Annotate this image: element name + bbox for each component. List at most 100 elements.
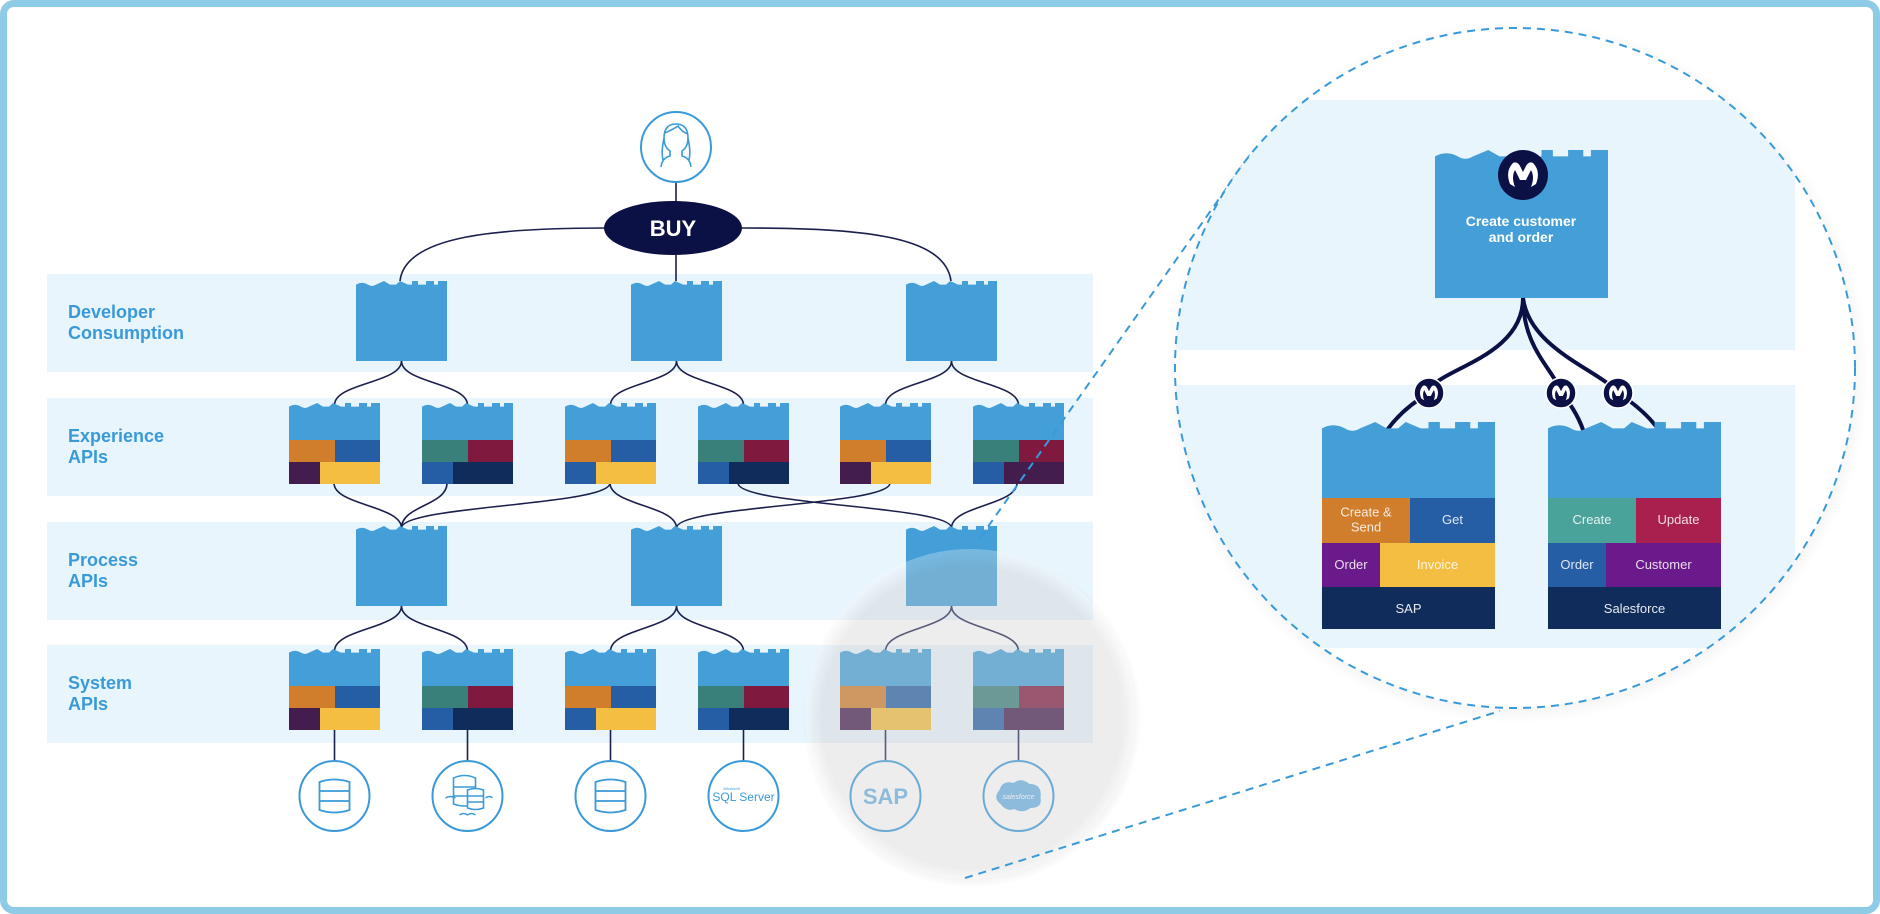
layer-label-system: System APIs xyxy=(68,673,133,714)
buy-node: BUY xyxy=(604,201,742,255)
api-box-tile xyxy=(871,462,931,484)
layer-label-process: Process APIs xyxy=(68,550,139,591)
resource-label: Order xyxy=(1560,557,1594,572)
resource-tile xyxy=(1380,543,1495,587)
backend-circle xyxy=(707,760,780,832)
experience-api-box-5 xyxy=(840,403,931,484)
backend-system-database-icon xyxy=(574,760,647,832)
system-name-label: SAP xyxy=(1395,601,1421,616)
experience-api-box-1 xyxy=(289,403,380,484)
developer-consumption-box-3 xyxy=(906,281,997,361)
backend-system-database-icon xyxy=(298,760,371,832)
connector-line xyxy=(609,482,678,529)
api-box-tile xyxy=(453,462,513,484)
api-box-tile xyxy=(468,686,513,708)
developer-consumption-box-1 xyxy=(356,281,447,361)
system-name-bar xyxy=(1548,587,1721,629)
api-box-header xyxy=(1548,436,1721,498)
api-box-header xyxy=(840,411,931,440)
user-icon-circle xyxy=(640,111,712,183)
api-box-tile xyxy=(973,440,1019,462)
connector-line xyxy=(741,227,952,282)
connector-line xyxy=(400,482,448,529)
api-box-tile xyxy=(596,462,656,484)
api-box-tile xyxy=(611,686,656,708)
resource-label: Customer xyxy=(1635,557,1692,572)
api-box-tile xyxy=(320,708,380,730)
mulesoft-icon-glyph xyxy=(1609,385,1627,401)
api-box-tile xyxy=(289,708,320,730)
system-name-label: Salesforce xyxy=(1604,601,1665,616)
sql-server-label: SQL Server xyxy=(712,790,774,804)
api-box-tile xyxy=(611,440,656,462)
api-box-tile xyxy=(698,708,729,730)
api-box-tile xyxy=(698,462,729,484)
api-box-tile xyxy=(729,462,789,484)
api-box-body xyxy=(631,289,722,361)
developer-consumption-box-2 xyxy=(631,281,722,361)
api-box-tile xyxy=(565,708,596,730)
backend-system-data-lake-icon xyxy=(431,760,504,832)
api-box-header xyxy=(698,657,789,686)
api-box-tile xyxy=(886,440,931,462)
api-box-body xyxy=(631,534,722,606)
api-box-tile xyxy=(840,462,871,484)
process-api-box-2 xyxy=(631,526,722,606)
connector-line xyxy=(399,227,607,282)
api-box-tile xyxy=(289,440,335,462)
resource-tile xyxy=(1322,543,1380,587)
api-box-header xyxy=(973,411,1064,440)
resource-label: Invoice xyxy=(1417,557,1458,572)
connector-line xyxy=(884,360,953,406)
data-lake-icon-small xyxy=(466,787,485,811)
buy-ellipse xyxy=(604,201,742,255)
api-box-header xyxy=(422,657,513,686)
api-box-header xyxy=(565,657,656,686)
operation-label: Update xyxy=(1658,512,1700,527)
process-api-box-1 xyxy=(356,526,447,606)
mulesoft-icon xyxy=(1602,377,1634,409)
connector-line xyxy=(333,482,403,529)
api-box-tile xyxy=(422,686,468,708)
system-api-box-4 xyxy=(698,649,789,730)
api-box-tile xyxy=(289,686,335,708)
database-icon xyxy=(594,778,627,814)
experience-api-box-6 xyxy=(973,403,1064,484)
water-waves xyxy=(445,795,493,816)
api-box-tile xyxy=(565,440,611,462)
api-box-body xyxy=(356,289,447,361)
operation-label: Create xyxy=(1572,512,1611,527)
mulesoft-icon-glyph xyxy=(1420,385,1438,401)
api-box-tile xyxy=(422,708,453,730)
connector-line xyxy=(400,482,611,529)
api-box-header xyxy=(698,411,789,440)
mulesoft-icon xyxy=(1413,377,1445,409)
backend-circle xyxy=(574,760,647,832)
api-box-tile xyxy=(565,462,596,484)
magnifier-shadow xyxy=(802,548,1142,888)
connector-line xyxy=(333,360,403,406)
api-box-header xyxy=(289,411,380,440)
system-name-bar xyxy=(1322,587,1495,629)
api-box-tile xyxy=(698,440,744,462)
buy-label: BUY xyxy=(650,216,697,241)
magnifier-dashed-links xyxy=(964,154,1501,879)
connector-line xyxy=(737,482,953,529)
api-box-header xyxy=(289,657,380,686)
experience-api-box-4 xyxy=(698,403,789,484)
sql-server-sublabel: Microsoft xyxy=(724,786,741,791)
mulesoft-icon-glyph xyxy=(1508,162,1538,187)
api-box-tile xyxy=(744,440,789,462)
system-api-box-1 xyxy=(289,649,380,730)
api-box-tile xyxy=(973,462,1004,484)
operation-label: Get xyxy=(1442,512,1463,527)
mulesoft-icon-glyph xyxy=(1552,385,1570,401)
connector-line xyxy=(609,605,678,652)
mulesoft-icon xyxy=(1498,150,1548,200)
api-box-tile xyxy=(320,462,380,484)
